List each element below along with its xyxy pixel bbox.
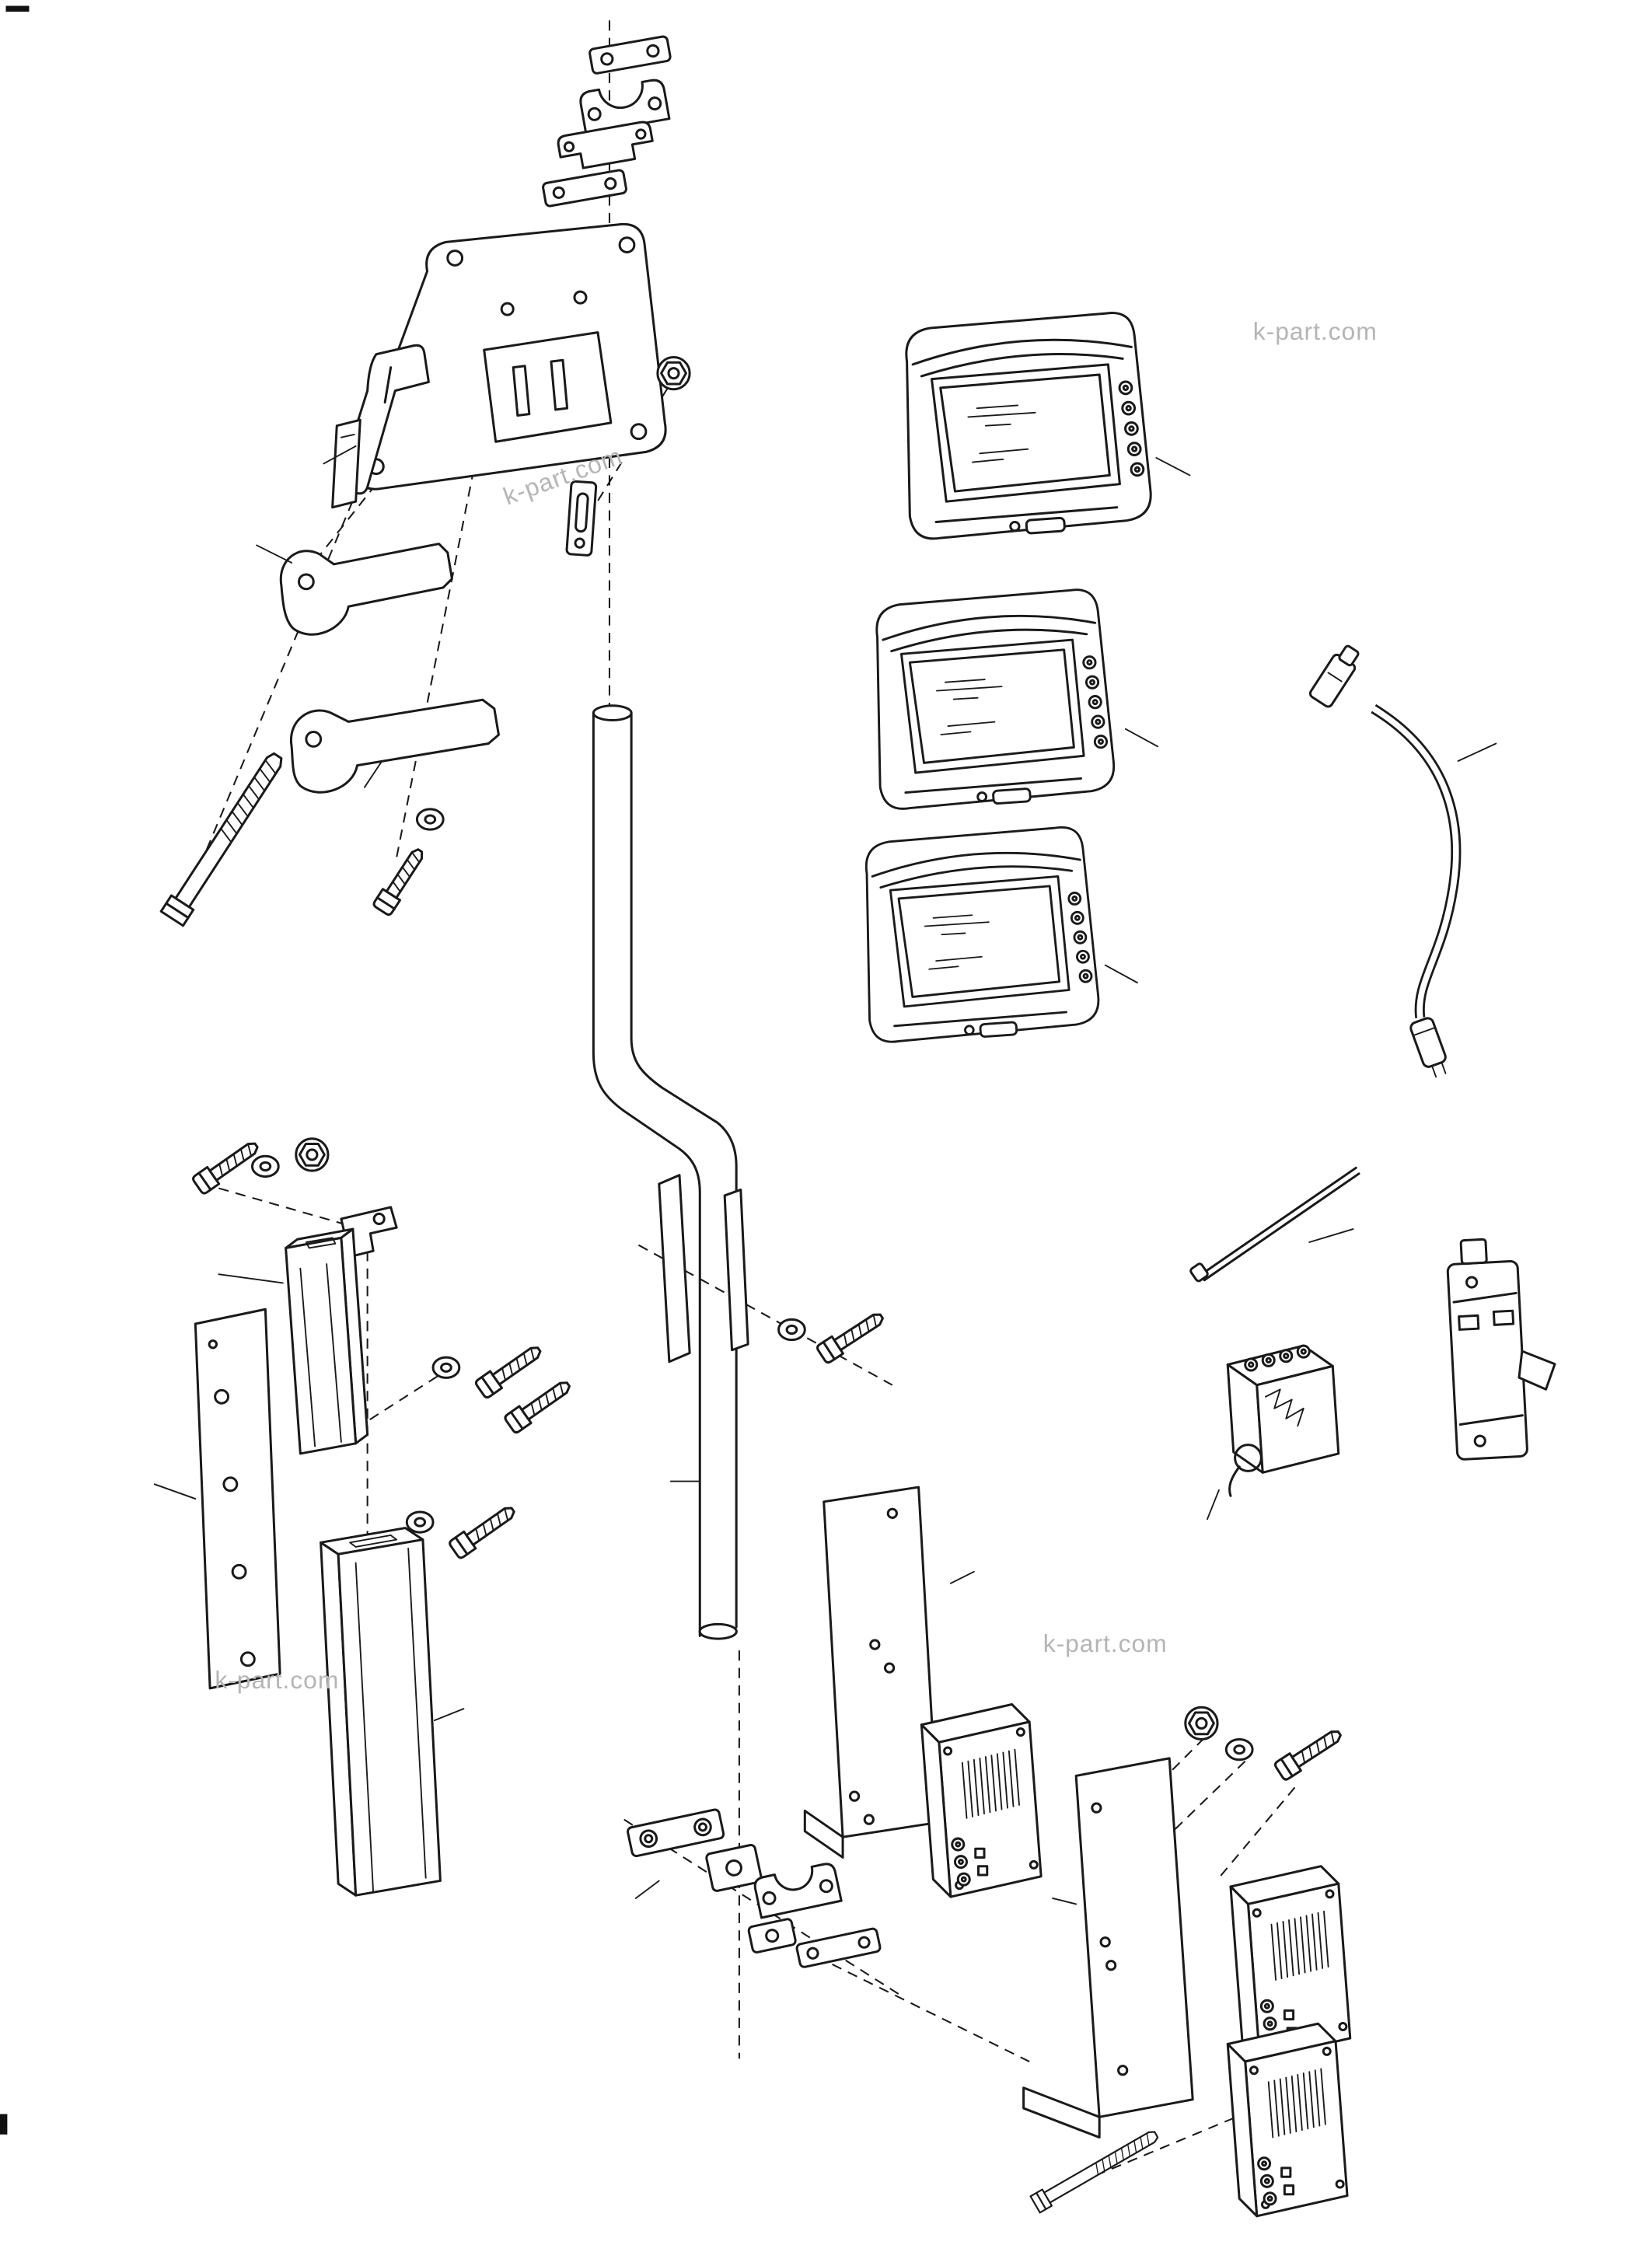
power-cable	[1308, 644, 1462, 1078]
socket-screw	[502, 1374, 575, 1436]
terminal-relay	[1226, 1344, 1340, 1497]
mount-tab	[331, 418, 361, 509]
bracket-plate	[1022, 1757, 1194, 2139]
flange-nut	[295, 1137, 330, 1172]
extrusion-post-small	[285, 1227, 369, 1455]
mounting-plate	[353, 222, 667, 491]
print-mark	[0, 2114, 8, 2135]
saddle-clamp	[579, 79, 671, 135]
print-mark	[5, 5, 30, 12]
saddle-clamp-lower	[753, 1863, 843, 1919]
support-bar	[289, 698, 500, 794]
clamp-block	[747, 1918, 797, 1953]
washer	[1224, 1738, 1254, 1761]
socket-screw	[815, 1307, 889, 1366]
socket-screw	[371, 843, 430, 917]
monitor-medium	[875, 588, 1116, 810]
washer	[405, 1510, 435, 1534]
mounting-strip-plate	[194, 1308, 281, 1690]
adapter-plate	[803, 1486, 939, 1859]
socket-screw	[1273, 1723, 1346, 1782]
control-box	[1226, 2022, 1349, 2218]
cable-plug-icon	[1409, 1017, 1447, 1078]
flange-nut	[656, 356, 691, 391]
clamp-plate-lower	[795, 1927, 882, 1968]
washer	[431, 1356, 461, 1379]
slot-bracket	[565, 480, 598, 557]
control-box	[920, 1703, 1043, 1898]
washer	[250, 1154, 280, 1178]
monitor-small	[864, 826, 1100, 1043]
hook-bracket	[279, 543, 453, 636]
circuit-breaker	[1446, 1238, 1556, 1461]
washer	[415, 808, 445, 831]
cable-connector-icon	[1308, 644, 1360, 708]
clamp-block	[705, 1843, 763, 1892]
extrusion-post-large	[320, 1527, 442, 1897]
flange-nut	[1184, 1706, 1219, 1741]
clamp-plate	[627, 1808, 725, 1858]
hex-bolt-long	[159, 747, 290, 927]
hex-bolt	[1029, 2125, 1162, 2214]
top-clamp-plate	[589, 35, 672, 75]
antenna-rod	[1189, 1166, 1360, 1283]
watermark: k-part.com	[215, 1666, 339, 1694]
socket-screw	[447, 1500, 520, 1561]
clamp-bracket	[557, 120, 654, 169]
washer	[777, 1318, 806, 1342]
socket-screw	[473, 1339, 547, 1401]
monitor-large	[905, 311, 1152, 540]
leader-lines	[153, 445, 1497, 1905]
lower-clamp-plate	[542, 169, 627, 208]
watermark: k-part.com	[1043, 1629, 1168, 1657]
watermark: k-part.com	[1253, 317, 1378, 345]
mounting-pole	[592, 704, 749, 1640]
